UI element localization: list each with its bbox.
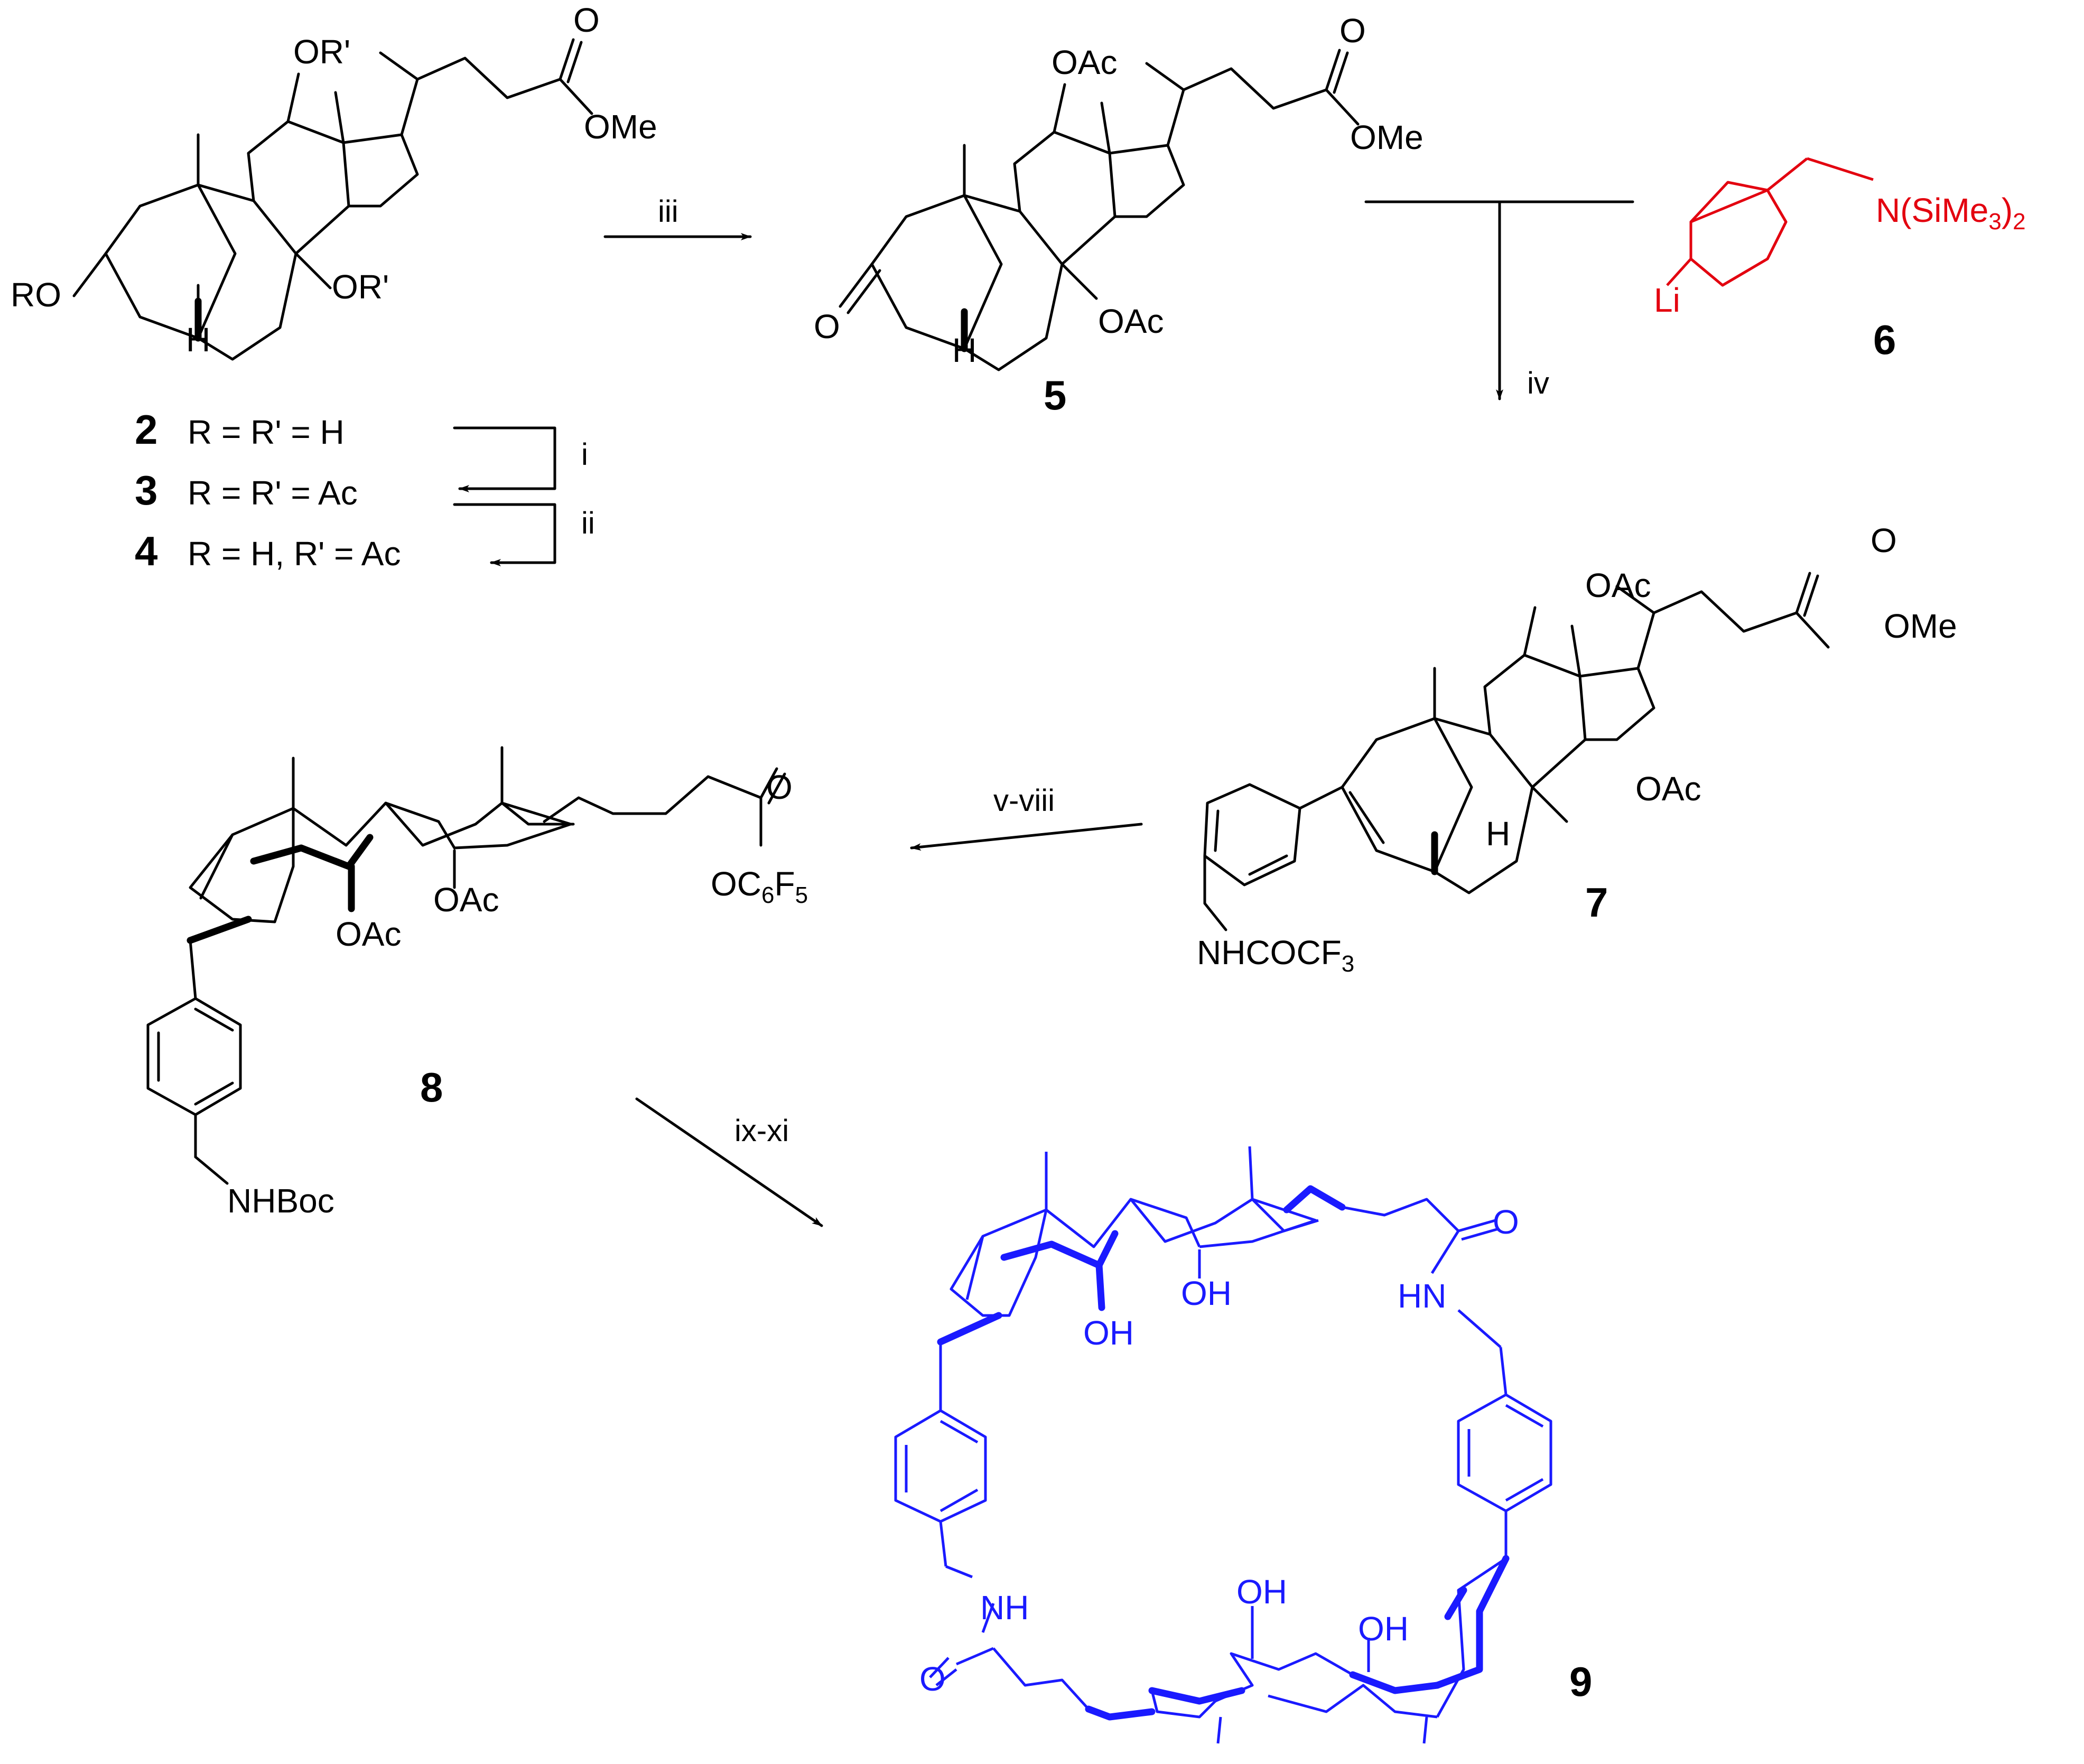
reagent-6-structure (1666, 157, 1874, 287)
steroid-2-structure (72, 38, 593, 361)
macrocycle-9-structure (894, 1146, 1552, 1744)
compound-def-3: R = R' = Ac (188, 474, 358, 512)
label-oac-8-b: OAc (336, 915, 401, 953)
label-hn-9: HN (1398, 1277, 1446, 1315)
label-h-5: H (952, 331, 976, 369)
label-oh-9-b: OH (1181, 1274, 1232, 1312)
label-oc6f5: OC6F5 (711, 865, 808, 908)
compound-def-4: R = H, R' = Ac (188, 535, 401, 573)
label-nhboc: NHBoc (227, 1182, 334, 1220)
label-o-amide-9-bottom: O (919, 1660, 946, 1698)
steroid-5-structure (839, 49, 1360, 371)
reagent-iv: iv (1527, 366, 1549, 400)
compound-def-2: R = R' = H (188, 413, 345, 451)
reagent-iii: iii (658, 194, 678, 229)
label-h-7: H (1486, 815, 1510, 853)
label-oh-9-a: OH (1083, 1314, 1134, 1352)
label-oac-5-bottom: OAc (1098, 302, 1164, 340)
label-oh-9-c: OH (1236, 1573, 1287, 1611)
arrow-ix-xi (635, 1097, 823, 1227)
label-oac-8-a: OAc (433, 881, 499, 919)
reagent-ii: ii (581, 506, 595, 540)
arrow-ii (453, 503, 556, 566)
arrow-i (453, 426, 556, 492)
label-oac-5-top: OAc (1052, 43, 1117, 81)
label-or-prime-bottom: OR' (332, 268, 389, 306)
compound-number-2: 2 (135, 406, 157, 453)
label-nh-9: NH (980, 1589, 1029, 1627)
label-o-ketone-5: O (814, 307, 840, 346)
compound-number-7: 7 (1585, 879, 1608, 926)
reagent-ix-xi: ix-xi (734, 1114, 789, 1148)
arrow-v-viii (910, 823, 1143, 851)
label-ome-7: OMe (1884, 607, 1957, 645)
compound-number-3: 3 (135, 467, 157, 514)
label-o-ester-7: O (1871, 521, 1897, 559)
compound-number-4: 4 (135, 528, 157, 574)
steroid-7-structure (1203, 572, 1830, 931)
reagent-i: i (581, 437, 588, 472)
label-n-sime3-2: N(SiMe3)2 (1876, 191, 2026, 235)
label-ro: RO (11, 276, 61, 314)
label-h-2: H (186, 321, 210, 359)
label-o-ester-8: O (766, 768, 793, 806)
label-oac-7-bottom: OAc (1635, 770, 1701, 808)
compound-number-6: 6 (1873, 316, 1896, 363)
label-o-ester-5: O (1339, 12, 1366, 50)
compound-number-9: 9 (1569, 1658, 1592, 1705)
compound-number-8: 8 (420, 1064, 443, 1110)
label-o-amide-9-top: O (1493, 1203, 1519, 1241)
label-li: Li (1654, 281, 1680, 319)
label-nhcocf3: NHCOCF3 (1197, 934, 1354, 977)
compound-number-5: 5 (1044, 372, 1066, 418)
label-o-ester-2: O (573, 1, 600, 39)
label-oac-7-top: OAc (1585, 566, 1651, 604)
steroid-8-structure (146, 746, 786, 1185)
label-ome-5: OMe (1350, 118, 1424, 156)
label-oh-9-d: OH (1358, 1610, 1409, 1648)
reagent-v-viii: v-viii (993, 783, 1055, 818)
label-or-prime-top: OR' (293, 33, 350, 71)
label-ome-2: OMe (584, 108, 657, 146)
